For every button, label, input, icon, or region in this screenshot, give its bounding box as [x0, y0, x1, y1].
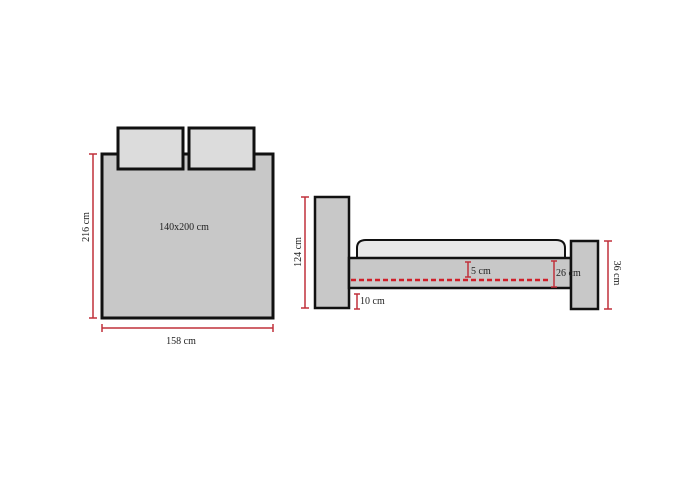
frame-height-label: 26 cm	[556, 268, 581, 279]
length-dimension	[89, 153, 97, 319]
side-view: 5 cm 26 cm 10 cm 124 cm 36 cm	[293, 195, 622, 311]
mattress-depth-dimension	[465, 261, 471, 278]
width-dimension	[101, 324, 274, 332]
mattress-top	[356, 239, 566, 259]
mattress-size-label: 140x200 cm	[159, 222, 209, 233]
pillow-left	[116, 126, 185, 171]
footboard-height-label: 36 cm	[611, 261, 622, 286]
bed-frame	[347, 256, 573, 290]
bed-top-outline	[100, 152, 275, 320]
width-label: 158 cm	[166, 336, 196, 347]
frame-height-dimension	[551, 260, 557, 288]
headboard	[313, 195, 351, 310]
clearance-label: 10 cm	[360, 296, 385, 307]
pillow-right	[187, 126, 256, 171]
headboard-height-dimension	[301, 196, 309, 309]
top-view: 140x200 cm 216 cm 158 cm	[81, 126, 275, 347]
headboard-height-label: 124 cm	[293, 237, 304, 267]
clearance-dimension	[354, 293, 360, 310]
mattress-depth-label: 5 cm	[471, 266, 491, 277]
footboard-height-dimension	[604, 240, 612, 310]
footboard	[569, 239, 600, 311]
length-label: 216 cm	[81, 212, 92, 242]
